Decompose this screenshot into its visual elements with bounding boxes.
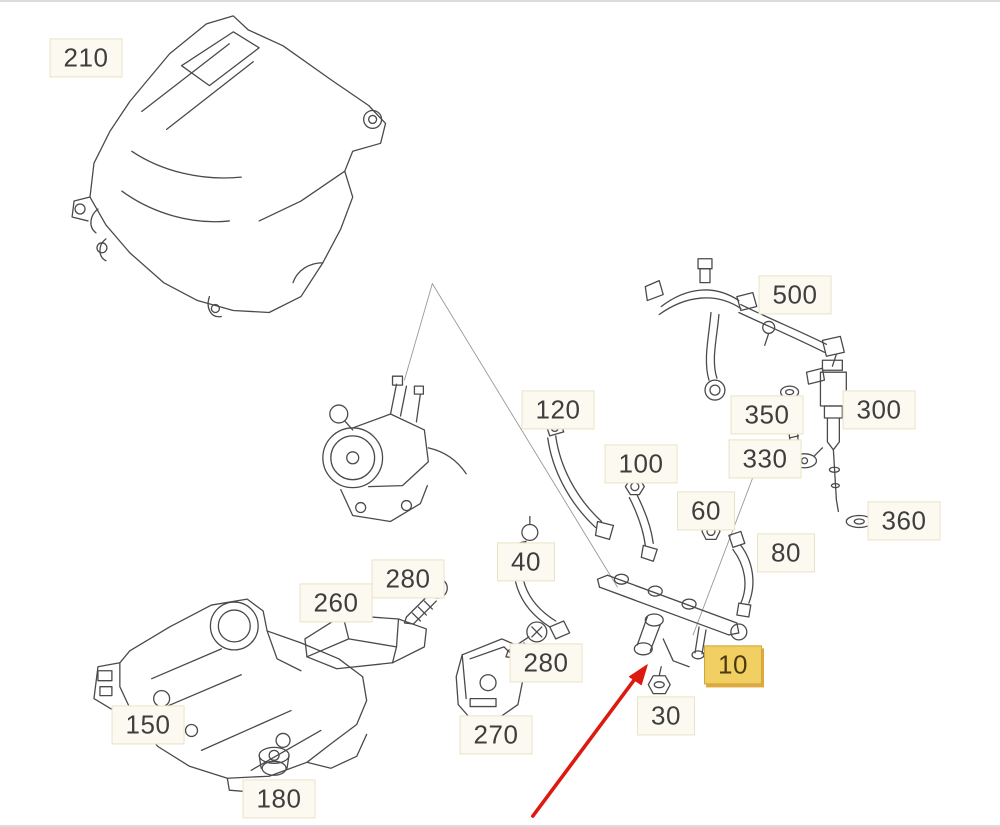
- grommet-180-drawing: [258, 746, 290, 776]
- part-label-180[interactable]: 180: [242, 779, 316, 819]
- fuel-rail-10-drawing: [596, 573, 748, 668]
- pipe-120-drawing: [545, 419, 615, 541]
- part-label-10[interactable]: 10: [704, 645, 762, 685]
- nut-30-drawing: [647, 666, 671, 695]
- part-label-80[interactable]: 80: [757, 533, 815, 573]
- part-label-100[interactable]: 100: [604, 444, 678, 484]
- part-label-280-lower[interactable]: 280: [509, 643, 583, 683]
- fuel-pump-drawing: [322, 375, 467, 523]
- part-label-300[interactable]: 300: [842, 390, 916, 430]
- cover-270-drawing: [455, 638, 525, 722]
- fuel-lines-500-drawing: [644, 258, 845, 401]
- pipe-100-drawing: [624, 478, 658, 562]
- injector-300-drawing: [805, 359, 847, 513]
- part-label-360[interactable]: 360: [867, 501, 941, 541]
- mount-bracket-150-drawing: [93, 598, 368, 793]
- leader-lines: [404, 283, 757, 636]
- red-arrow-pointer-icon: [531, 664, 648, 818]
- part-label-60[interactable]: 60: [677, 491, 735, 531]
- part-label-350[interactable]: 350: [730, 395, 804, 435]
- engine-cover-drawing: [71, 15, 387, 318]
- part-label-210[interactable]: 210: [49, 38, 123, 78]
- part-label-270[interactable]: 270: [459, 715, 533, 755]
- pipe-80-drawing: [728, 530, 754, 618]
- part-label-120[interactable]: 120: [521, 390, 595, 430]
- part-label-260[interactable]: 260: [299, 583, 373, 623]
- part-label-30[interactable]: 30: [637, 696, 695, 736]
- part-label-500[interactable]: 500: [758, 275, 832, 315]
- part-label-330[interactable]: 330: [728, 439, 802, 479]
- part-label-150[interactable]: 150: [111, 705, 185, 745]
- part-label-40[interactable]: 40: [497, 542, 555, 582]
- part-label-280-upper[interactable]: 280: [371, 559, 445, 599]
